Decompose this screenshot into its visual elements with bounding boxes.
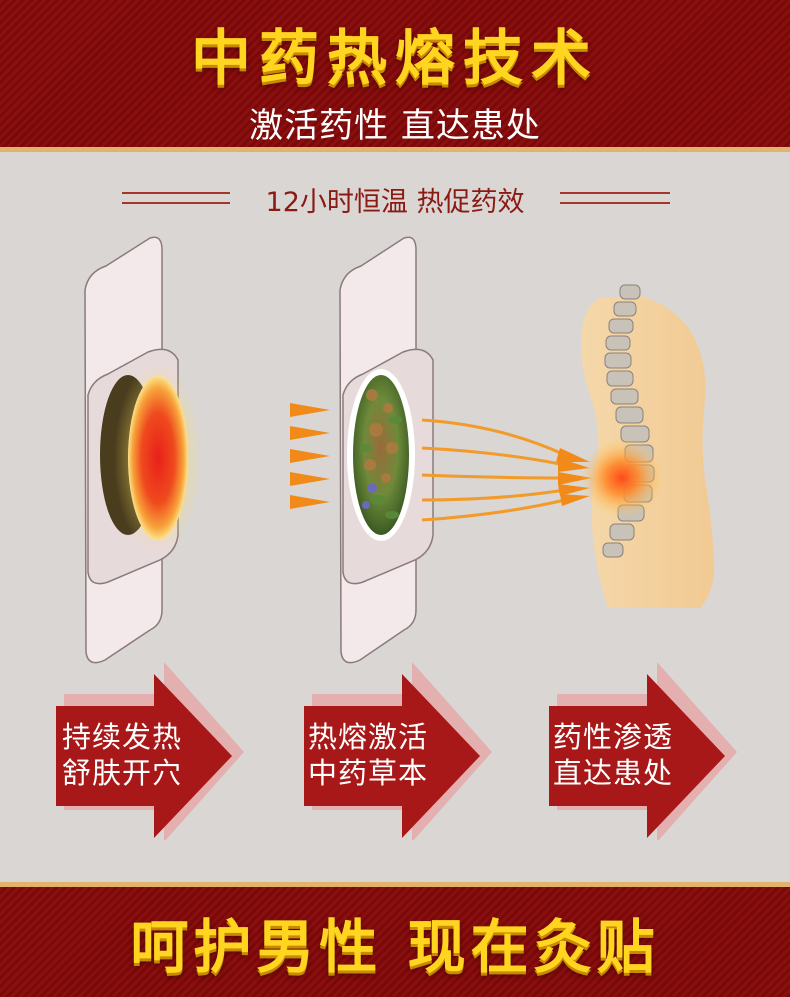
body-spine-illustration: [580, 284, 715, 608]
step-1-line-2: 舒肤开穴: [62, 756, 183, 790]
step-label-3: 药性渗透 直达患处: [553, 719, 673, 791]
process-illustration: [56, 236, 737, 840]
step-label-2: 热熔激活 中药草本: [308, 719, 428, 791]
step-arrow-1: [56, 662, 244, 840]
top-banner: [0, 0, 790, 152]
step-2-line-2: 中药草本: [308, 756, 429, 790]
section-heading-wrap: 12小时恒温 热促药效: [0, 178, 790, 222]
step-arrow-3: [549, 662, 737, 840]
herb-patch-2: [339, 236, 434, 664]
heat-rays-1: [185, 403, 330, 509]
footer-slogan: 呵护男性 现在灸贴: [130, 913, 660, 981]
step-label-1: 持续发热 舒肤开穴: [62, 719, 182, 791]
step-3-line-2: 直达患处: [553, 756, 674, 790]
heading-divider-left: [122, 192, 230, 204]
sub-title: 激活药性 直达患处: [249, 106, 541, 146]
step-1-line-1: 持续发热: [62, 720, 183, 754]
heat-rays-2: [421, 418, 566, 522]
section-heading: 12小时恒温 热促药效: [265, 187, 525, 218]
main-title: 中药热熔技术: [191, 24, 599, 94]
step-2-line-1: 热熔激活: [308, 720, 429, 754]
heading-divider-right: [560, 192, 670, 204]
heat-patch-1: [84, 236, 202, 664]
step-3-line-1: 药性渗透: [553, 720, 674, 754]
step-arrow-2: [304, 662, 492, 840]
bottom-banner: [0, 882, 790, 997]
